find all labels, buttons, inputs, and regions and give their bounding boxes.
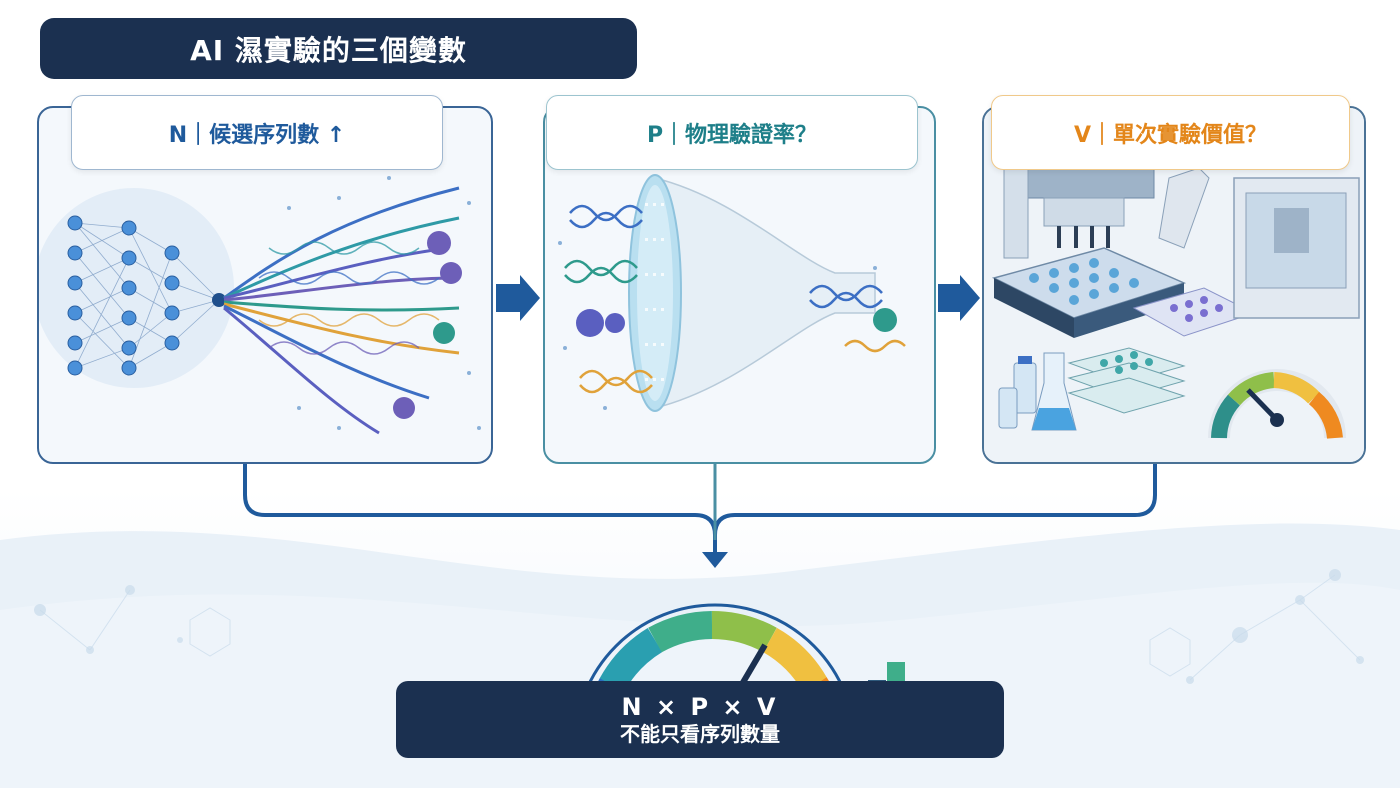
label-p-text: P｜物理驗證率？ <box>646 122 818 148</box>
page-title: AI 濕實驗的三個變數 <box>190 33 467 67</box>
label-p: P｜物理驗證率？ <box>546 95 918 170</box>
label-n: N｜候選序列數 ↑ <box>71 95 443 170</box>
arrow-right-2 <box>938 275 980 321</box>
title-banner: AI 濕實驗的三個變數 <box>40 18 637 79</box>
summary-box: N × P × V 不能只看序列數量 <box>396 681 1004 758</box>
neural-network-dna-icon <box>39 176 481 435</box>
funnel-filter-icon <box>558 174 906 412</box>
label-n-text: N｜候選序列數 ↑ <box>168 122 346 148</box>
arrow-right-1 <box>496 275 540 321</box>
summary-caption: 不能只看序列數量 <box>620 721 780 746</box>
label-v: V｜單次實驗價值？ <box>991 95 1350 170</box>
label-v-text: V｜單次實驗價值？ <box>1073 122 1268 148</box>
summary-formula: N × P × V <box>621 692 779 721</box>
